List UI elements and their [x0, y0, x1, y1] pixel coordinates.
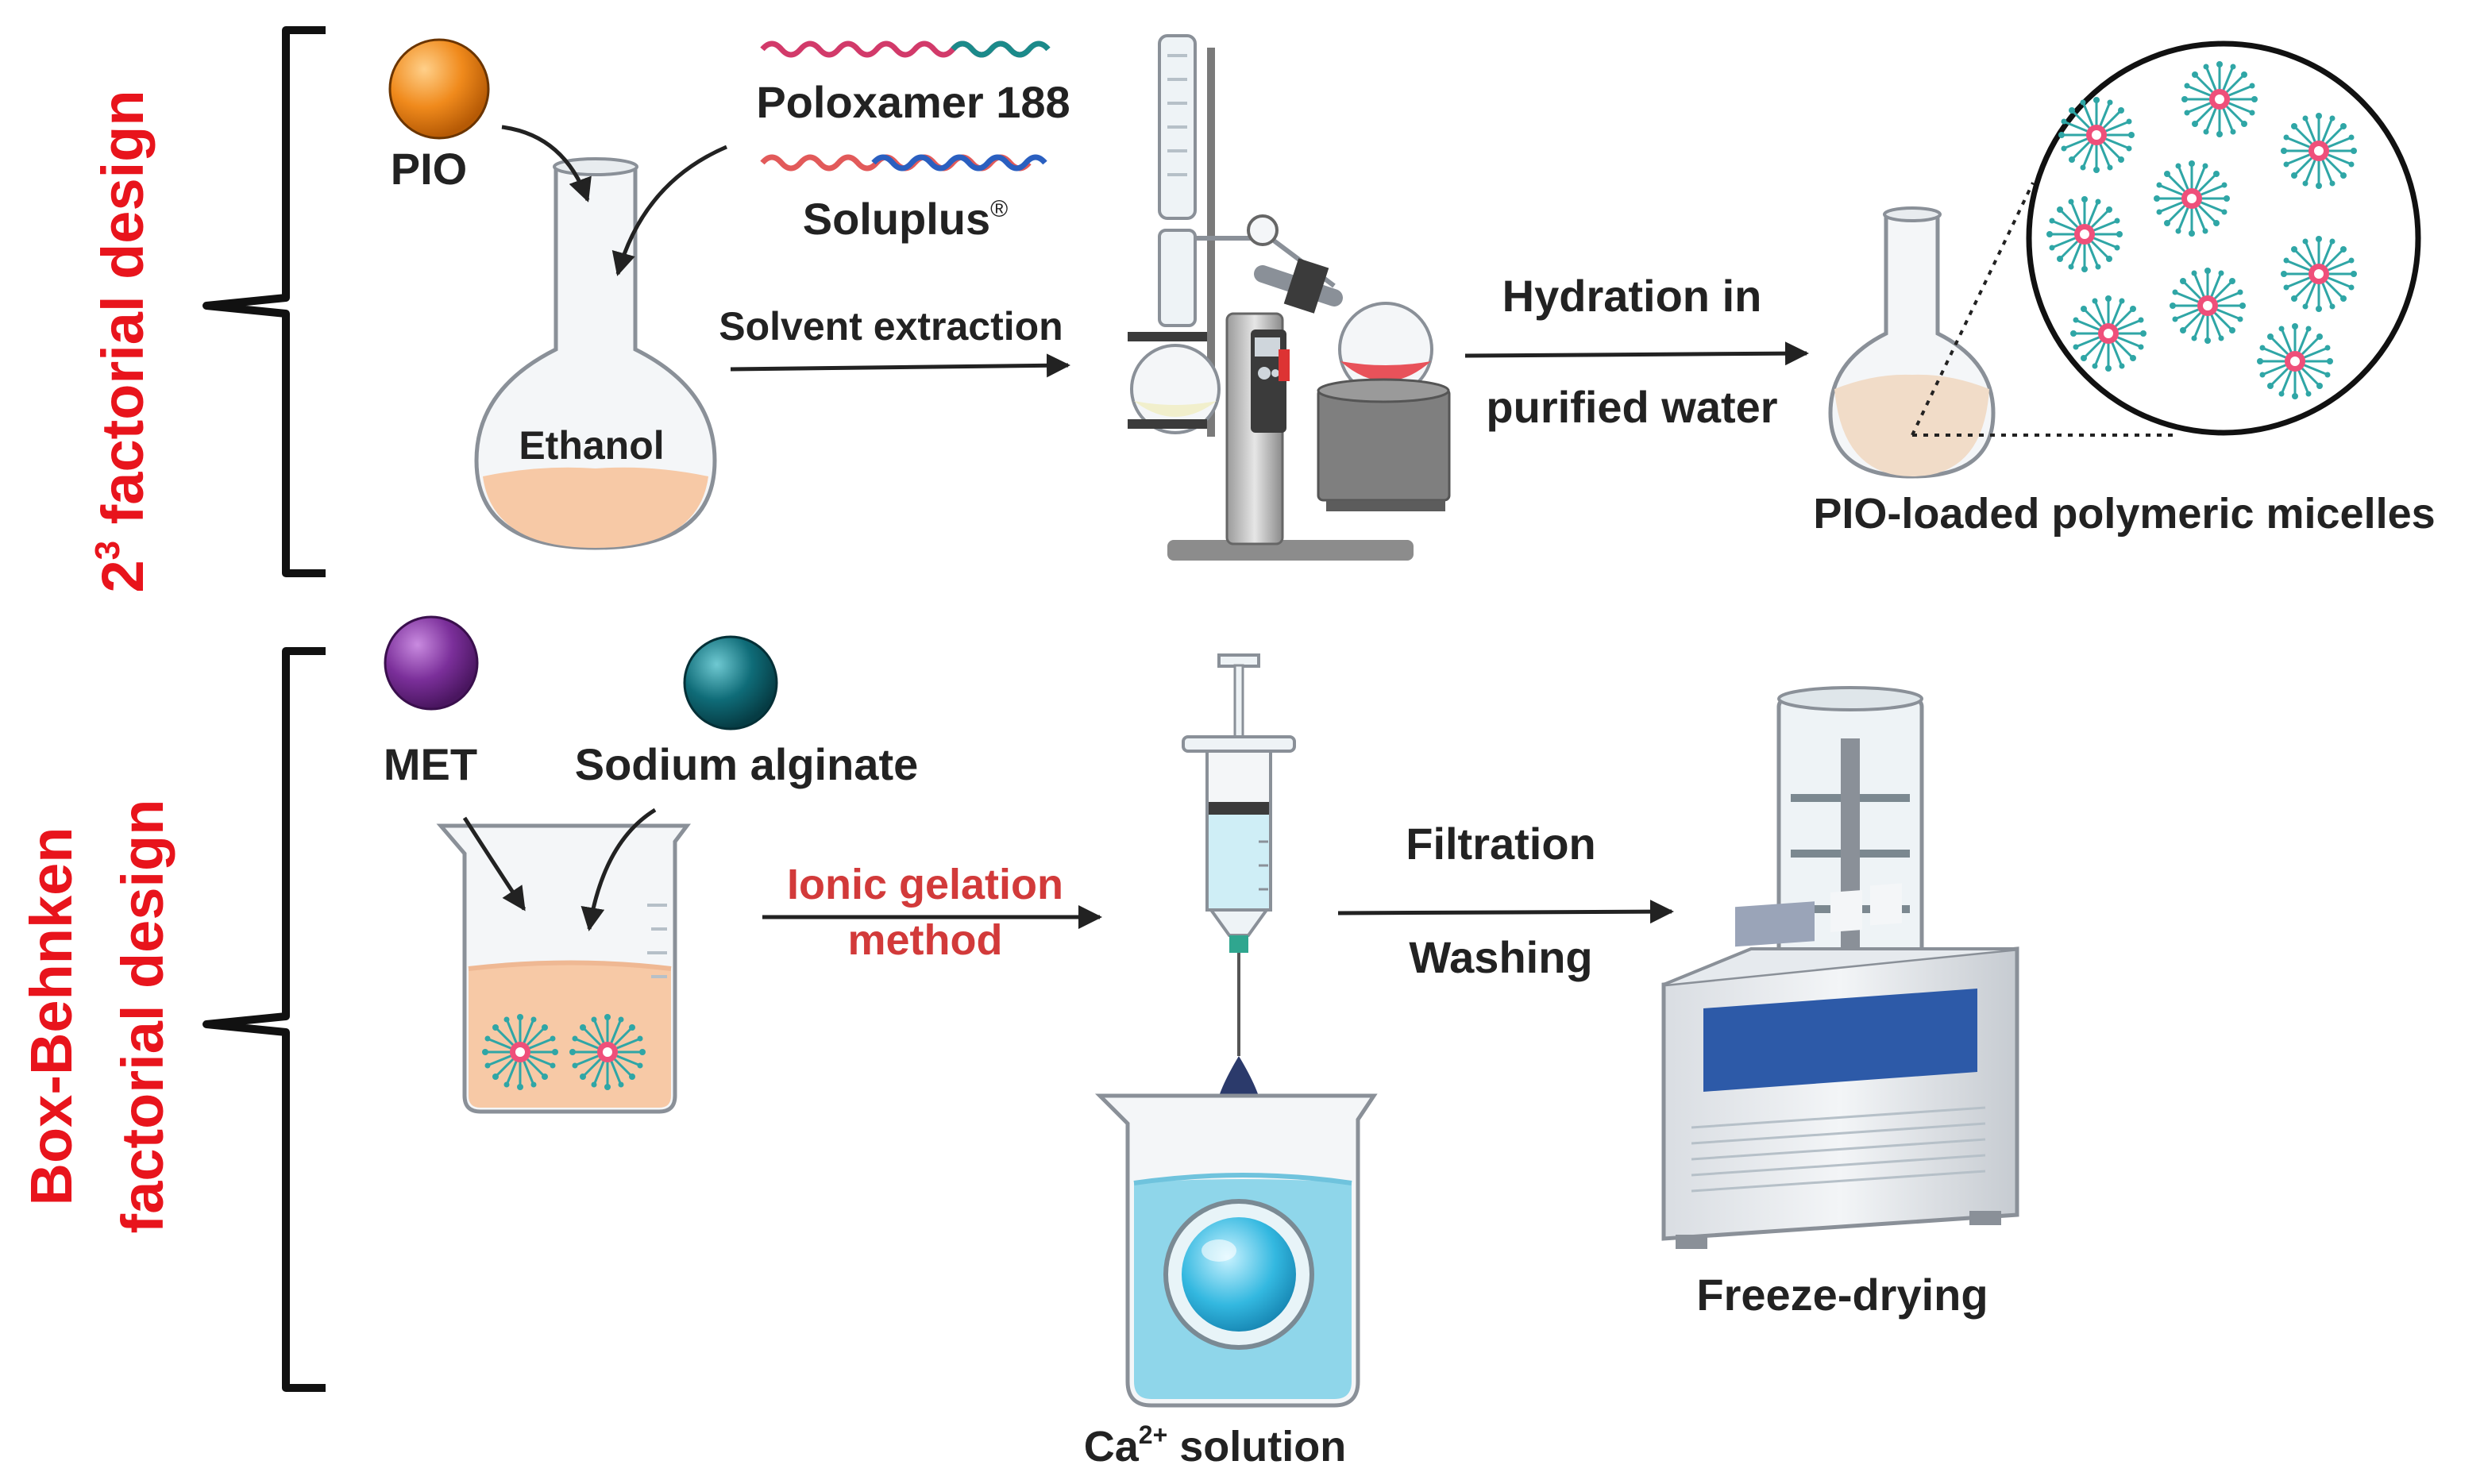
ionic-gelation-label-line2: method [848, 916, 1003, 964]
bottom-design-label-line1: Box-Behnken [18, 827, 84, 1206]
hydration-label-line1: Hydration in [1502, 271, 1762, 321]
round-bottom-flask [474, 157, 717, 550]
solvent-extraction-label: Solvent extraction [719, 304, 1063, 349]
pio-into-flask-arrow [501, 125, 592, 202]
washing-label: Washing [1409, 932, 1592, 982]
hydration-label-line2: purified water [1486, 382, 1777, 432]
met-into-beaker-arrow [462, 816, 526, 912]
syringe [1182, 653, 1296, 1056]
met-sphere [384, 615, 479, 711]
freeze-dryer [1661, 686, 2019, 1249]
poloxamer-label: Poloxamer 188 [756, 77, 1070, 127]
top-design-label: 23 factorial design [88, 90, 156, 592]
ethanol-label: Ethanol [519, 423, 664, 468]
bottom-brace [202, 647, 326, 1392]
top-brace [202, 26, 326, 577]
pio-label: PIO [391, 144, 467, 194]
sodium-alginate-label: Sodium alginate [575, 739, 919, 789]
hydration-arrow [1464, 341, 1809, 366]
alginate-into-beaker-arrow [580, 808, 657, 931]
freeze-drying-label: Freeze-drying [1696, 1270, 1988, 1320]
solvent-extraction-arrow [730, 353, 1070, 378]
zoom-line-top [1911, 182, 2035, 436]
pio-sphere [388, 38, 490, 140]
rotary-evaporator [1128, 34, 1451, 561]
filtration-washing-arrow [1337, 900, 1674, 924]
beaker-with-micelles [436, 823, 691, 1114]
micelle-flask [1828, 206, 1996, 479]
polymer-into-flask-arrow [611, 145, 727, 276]
filtration-label: Filtration [1406, 819, 1596, 869]
calcium-beaker [1094, 1093, 1378, 1408]
micelles-label: PIO-loaded polymeric micelles [1813, 490, 2435, 538]
ionic-gelation-label-line1: Ionic gelation [787, 861, 1063, 908]
met-label: MET [384, 739, 477, 789]
sodium-alginate-sphere [683, 635, 778, 730]
soluplus-label: Soluplus® [803, 194, 1009, 244]
calcium-solution-label: Ca2+ solution [1084, 1420, 1346, 1471]
bottom-design-label-line2: factorial design [110, 800, 176, 1234]
